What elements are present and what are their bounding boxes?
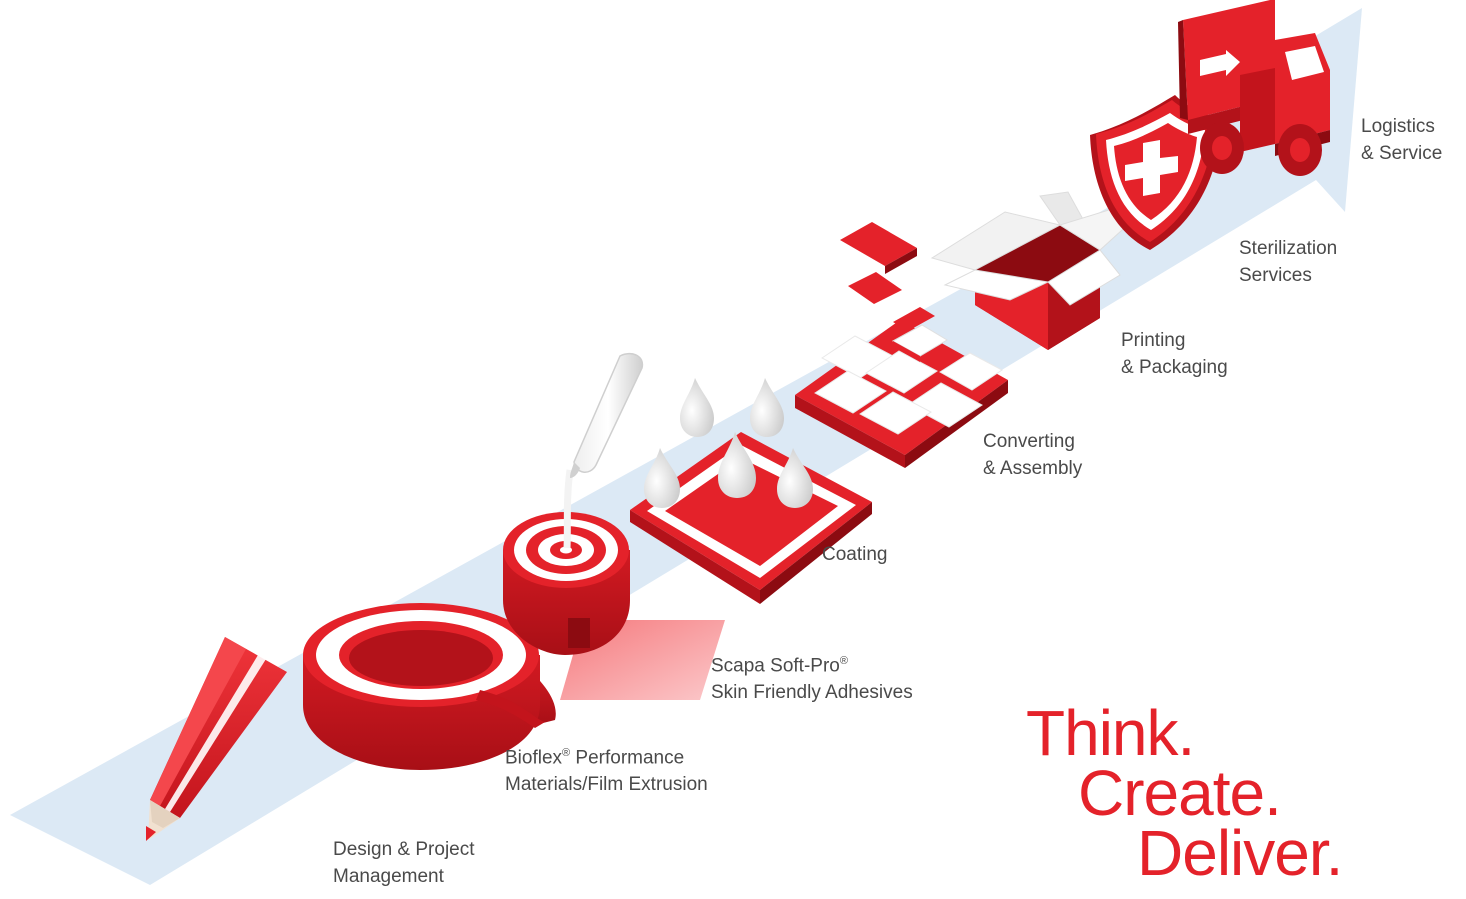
step-printing-line2: & Packaging (1121, 357, 1228, 378)
shield-cross-icon (1090, 95, 1222, 250)
droplets-icon (630, 378, 872, 604)
tagline-deliver: Deliver. (1137, 817, 1343, 889)
step-bioflex-line1: Bioflex® Performance (505, 747, 685, 769)
step-converting-line1: Converting (983, 431, 1075, 452)
step-converting-line2: & Assembly (983, 458, 1083, 479)
step-label-softpro: Scapa Soft-Pro® Skin Friendly Adhesives (711, 648, 913, 706)
adhesive-roll-icon (503, 352, 725, 700)
step-sterilization-line1: Sterilization (1239, 238, 1338, 259)
step-label-sterilization: Sterilization Services (1239, 235, 1337, 289)
step-printing-line1: Printing (1121, 330, 1186, 351)
step-softpro-line2: Skin Friendly Adhesives (711, 682, 913, 704)
step-label-logistics: Logistics & Service (1361, 113, 1442, 167)
tagline-think: Think. (1026, 697, 1195, 769)
step-label-coating: Coating (822, 541, 888, 568)
step-sterilization-line2: Services (1239, 265, 1312, 286)
pencil-icon (146, 637, 287, 841)
open-box-icon (930, 191, 1143, 350)
step-logistics-line2: & Service (1361, 143, 1443, 164)
tape-roll-icon (303, 603, 556, 770)
step-label-printing: Printing & Packaging (1121, 327, 1228, 381)
step-logistics-line1: Logistics (1361, 116, 1435, 137)
step-label-bioflex: Bioflex® Performance Materials/Film Extr… (505, 740, 708, 798)
step-coating-line1: Coating (822, 544, 888, 565)
step-label-converting: Converting & Assembly (983, 428, 1082, 482)
step-bioflex-line2: Materials/Film Extrusion (505, 774, 708, 796)
step-label-design: Design & Project Management (333, 836, 475, 890)
step-softpro-line1: Scapa Soft-Pro® (711, 655, 848, 677)
tagline-create: Create. (1078, 757, 1282, 829)
die-cut-tiles-icon (795, 222, 1008, 468)
step-design-line2: Management (333, 866, 444, 887)
tagline-deliver-clip: Deliver. (1000, 696, 1466, 899)
step-design-line1: Design & Project (333, 839, 475, 860)
truck-icon (1178, 0, 1330, 176)
